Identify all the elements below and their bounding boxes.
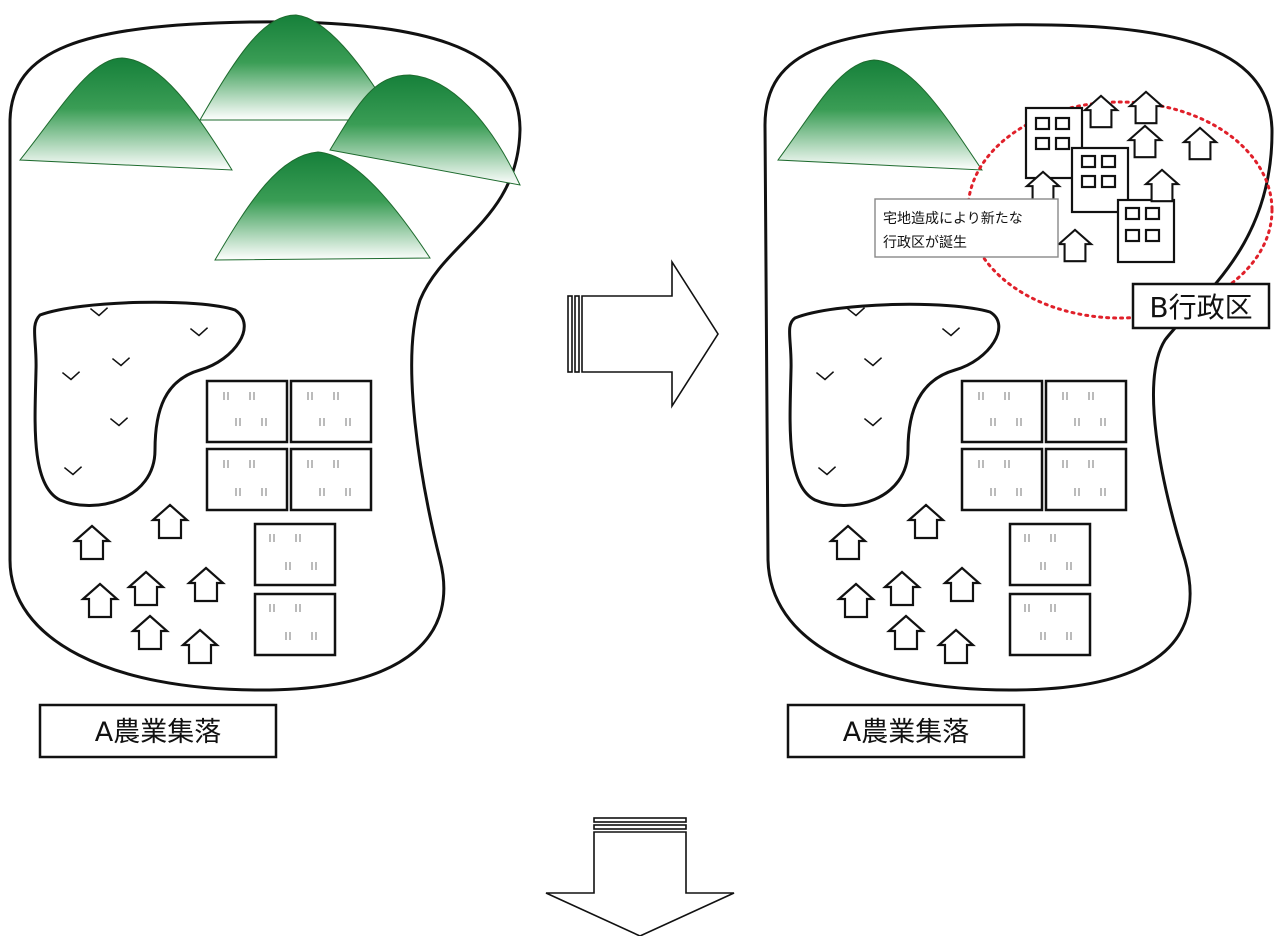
village-label-box xyxy=(786,703,1026,759)
left-panel: A農業集落 xyxy=(8,14,522,759)
apartment-buildings xyxy=(1024,106,1176,264)
village-label-box xyxy=(38,703,278,759)
paddy xyxy=(1008,522,1092,587)
apartment-building xyxy=(1116,198,1176,264)
mountains xyxy=(18,14,521,261)
house xyxy=(1127,124,1163,159)
district-label: B行政区 xyxy=(1149,291,1252,324)
mountain xyxy=(18,57,233,171)
paddy xyxy=(289,447,373,512)
callout-text-line1: 宅地造成により新たな xyxy=(883,211,1023,227)
paddy-rice-marks xyxy=(978,392,1106,640)
paddy xyxy=(960,447,1044,512)
house xyxy=(1182,126,1218,161)
village-boundary xyxy=(763,23,1274,692)
house xyxy=(943,566,981,603)
paddy xyxy=(960,379,1044,444)
rice-paddies xyxy=(960,379,1128,657)
mountain xyxy=(214,151,431,261)
house xyxy=(127,570,165,607)
paddy xyxy=(1008,592,1092,657)
house xyxy=(1057,228,1093,263)
house xyxy=(1144,168,1180,203)
pasture-area xyxy=(33,300,246,508)
paddy xyxy=(1044,447,1128,512)
new-district-boundary xyxy=(966,100,1274,320)
house xyxy=(837,582,875,619)
rice-paddies xyxy=(205,379,373,657)
village-label: A農業集落 xyxy=(95,717,221,748)
pasture-marks xyxy=(61,306,209,476)
house xyxy=(131,614,169,651)
mountain xyxy=(777,59,983,171)
paddy xyxy=(289,379,373,444)
house xyxy=(937,628,975,665)
paddy-rice-marks xyxy=(223,392,351,640)
pasture-area xyxy=(788,302,1001,508)
paddy xyxy=(253,592,337,657)
mountain xyxy=(199,14,396,121)
house xyxy=(81,582,119,619)
village-boundary xyxy=(8,20,522,692)
house xyxy=(829,524,867,561)
house xyxy=(187,566,225,603)
down-arrow xyxy=(545,817,735,936)
pasture-marks xyxy=(815,306,961,476)
callout-text-line2: 行政区が誕生 xyxy=(883,235,967,251)
house xyxy=(73,524,111,561)
district-label-box xyxy=(1131,282,1271,330)
house xyxy=(887,614,925,651)
house xyxy=(1128,90,1164,125)
house xyxy=(883,570,921,607)
house xyxy=(1083,94,1119,129)
mountain xyxy=(329,74,521,186)
callout-box xyxy=(874,198,1059,258)
right-panel: 宅地造成により新たな 行政区が誕生 B行政区 xyxy=(763,23,1274,759)
paddy xyxy=(253,522,337,587)
houses xyxy=(829,503,981,665)
houses xyxy=(73,503,225,665)
house xyxy=(151,503,189,540)
house xyxy=(181,628,219,665)
right-arrow xyxy=(567,259,719,409)
paddy xyxy=(205,447,289,512)
paddy xyxy=(205,379,289,444)
village-label: A農業集落 xyxy=(843,717,969,748)
paddy xyxy=(1044,379,1128,444)
house xyxy=(907,503,945,540)
